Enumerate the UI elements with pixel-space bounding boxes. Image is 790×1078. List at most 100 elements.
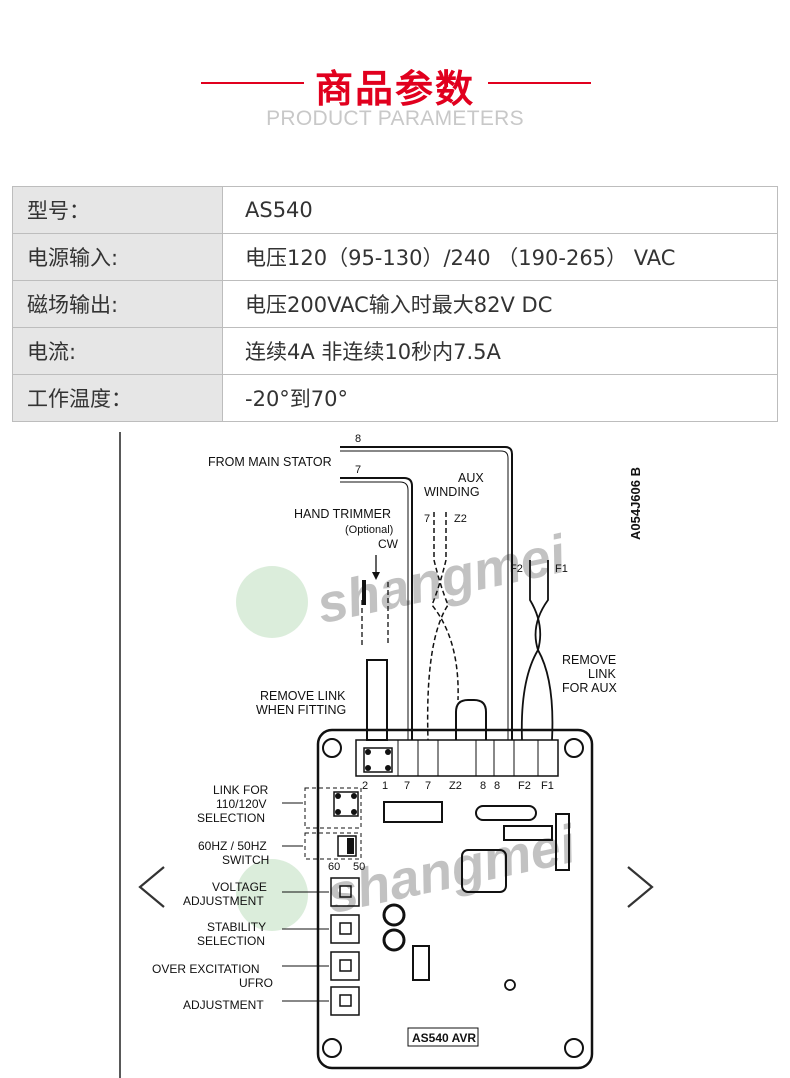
avr-model-label: AS540 AVR xyxy=(412,1031,476,1045)
param-value: -20°到70° xyxy=(222,374,778,422)
ufro-label: UFRO xyxy=(239,976,273,990)
param-row-field-output: 磁场输出: 电压200VAC输入时最大82V DC xyxy=(12,280,778,328)
param-row-model: 型号： AS540 xyxy=(12,186,778,234)
param-label: 磁场输出: xyxy=(12,280,223,328)
wire-8-label: 8 xyxy=(355,433,361,445)
hz-50-label: 50 xyxy=(353,861,365,873)
param-label: 工作温度： xyxy=(12,374,223,422)
over-excitation-label: OVER EXCITATION xyxy=(152,962,260,976)
component xyxy=(412,945,430,981)
terminal-label: Z2 xyxy=(449,780,462,792)
pot-icon xyxy=(339,959,352,972)
trimmer-arrow-head xyxy=(372,572,380,580)
avr-label-box xyxy=(407,1027,479,1047)
f1-label: F1 xyxy=(555,563,568,575)
link-for-label: LINK FOR xyxy=(213,783,269,797)
cw-label: CW xyxy=(378,537,399,551)
aux-wire-7 xyxy=(426,512,449,741)
component xyxy=(383,801,443,823)
voltage-pot xyxy=(330,877,360,907)
param-value: 电压200VAC输入时最大82V DC xyxy=(222,280,778,328)
component xyxy=(461,849,507,893)
optional-label: (Optional) xyxy=(345,524,393,536)
terminal-label: 2 xyxy=(362,780,368,792)
selection-label: SELECTION xyxy=(197,811,265,825)
wiring-diagram: shangmei shangmei A054J606 B 8 7 FROM MA… xyxy=(119,432,643,1078)
mount-hole xyxy=(322,738,342,758)
from-main-stator-label: FROM MAIN STATOR xyxy=(208,455,332,469)
param-row-temperature: 工作温度： -20°到70° xyxy=(12,374,778,422)
pot-icon xyxy=(339,994,352,1007)
switch-label: SWITCH xyxy=(222,853,269,867)
ufro-pot xyxy=(330,986,360,1016)
hz-switch xyxy=(337,835,357,857)
aux-7-label: 7 xyxy=(424,513,430,525)
chevron-left-icon xyxy=(138,866,165,908)
param-value: AS540 xyxy=(222,186,778,234)
component xyxy=(555,813,570,871)
remove-link-label: REMOVE LINK xyxy=(260,689,346,703)
f2-label: F2 xyxy=(510,563,523,575)
section-subtitle: PRODUCT PARAMETERS xyxy=(266,107,524,130)
drawing-number: A054J606 B xyxy=(628,467,643,540)
terminal-label: 8 xyxy=(494,780,500,792)
title-rule-right xyxy=(488,82,591,84)
stability-pot xyxy=(330,914,360,944)
voltage-select-label: 110/120V xyxy=(216,797,267,811)
pot-icon xyxy=(339,922,352,935)
terminal-label: 7 xyxy=(404,780,410,792)
title-rule-left xyxy=(201,82,304,84)
prev-image-button[interactable] xyxy=(134,862,174,912)
parameters-table: 型号： AS540 电源输入: 电压120（95-130）/240 （190-2… xyxy=(12,186,778,422)
param-row-power-input: 电源输入: 电压120（95-130）/240 （190-265） VAC xyxy=(12,233,778,281)
chevron-right-icon xyxy=(627,866,654,908)
wire-7 xyxy=(340,477,413,740)
wire-8 xyxy=(340,446,513,740)
adjustment-label: ADJUSTMENT xyxy=(183,998,264,1012)
watermark-logo xyxy=(236,566,308,931)
selection-label: SELECTION xyxy=(197,934,265,948)
link-block xyxy=(333,791,359,817)
component xyxy=(503,825,553,841)
link-selection-box xyxy=(304,787,362,829)
link-label: LINK xyxy=(588,667,616,681)
when-fitting-label: WHEN FITTING xyxy=(256,703,346,717)
hz-60-label: 60 xyxy=(328,861,340,873)
trimmer-dashed-wires xyxy=(361,582,389,645)
hand-trimmer-label: HAND TRIMMER xyxy=(294,507,391,521)
remove-label: REMOVE xyxy=(562,653,616,667)
wire-7-label: 7 xyxy=(355,464,361,476)
avr-board-outline xyxy=(316,728,594,1070)
param-value: 连续4A 非连续10秒内7.5A xyxy=(222,327,778,375)
component xyxy=(382,903,406,927)
hand-trimmer-icon xyxy=(362,580,366,605)
terminal-label: F1 xyxy=(541,780,554,792)
mount-hole xyxy=(564,738,584,758)
aux-z2-label: Z2 xyxy=(454,513,467,525)
param-label: 电源输入: xyxy=(12,233,223,281)
next-image-button[interactable] xyxy=(620,862,660,912)
z2-loop-link xyxy=(455,699,487,740)
stability-label: STABILITY xyxy=(207,920,266,934)
terminal-label: 8 xyxy=(480,780,486,792)
over-excitation-pot xyxy=(330,951,360,981)
component xyxy=(382,928,406,952)
section-header: 商品参数 PRODUCT PARAMETERS xyxy=(0,0,790,160)
terminal-dividers xyxy=(397,740,539,776)
aux-wire-z2 xyxy=(431,512,459,701)
hz-switch-box xyxy=(304,832,362,860)
winding-label: WINDING xyxy=(424,485,480,499)
voltage-label: VOLTAGE xyxy=(212,880,267,894)
component xyxy=(475,805,537,821)
hz-label: 60HZ / 50HZ xyxy=(198,839,267,853)
terminal-label: F2 xyxy=(518,780,531,792)
mount-hole xyxy=(322,1038,342,1058)
param-label: 电流: xyxy=(12,327,223,375)
for-aux-label: FOR AUX xyxy=(562,681,618,695)
param-value: 电压120（95-130）/240 （190-265） VAC xyxy=(222,233,778,281)
wire-f1 xyxy=(534,560,554,741)
terminal-link-block xyxy=(363,747,393,773)
removable-link xyxy=(366,659,388,741)
terminal-strip xyxy=(355,739,559,777)
watermark-text: shangmei xyxy=(312,524,572,635)
